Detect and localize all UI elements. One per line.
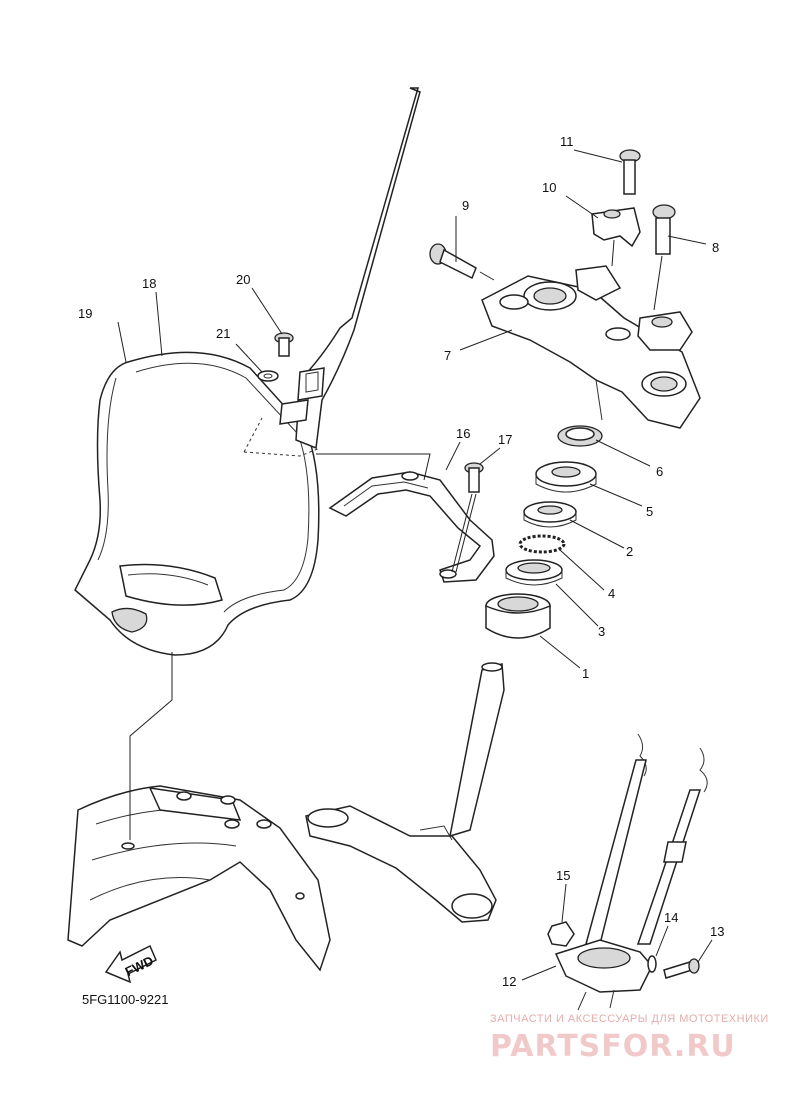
clamp-10 xyxy=(591,207,641,267)
watermark-tagline: ЗАПЧАСТИ И АКСЕССУАРЫ ДЛЯ МОТОТЕХНИКИ xyxy=(490,1013,769,1025)
callout-13: 13 xyxy=(710,924,724,939)
bolt-8 xyxy=(652,204,676,311)
watermark: ЗАПЧАСТИ И АКСЕССУАРЫ ДЛЯ МОТОТЕХНИКИ PA… xyxy=(490,1013,769,1064)
screw-20 xyxy=(274,332,294,357)
bolt-9 xyxy=(429,243,495,281)
washer-14 xyxy=(647,955,657,973)
callout-20: 20 xyxy=(236,272,250,287)
callout-5: 5 xyxy=(646,504,653,519)
callout-2: 2 xyxy=(626,544,633,559)
callout-14: 14 xyxy=(664,910,678,925)
callout-10: 10 xyxy=(542,180,556,195)
front-fender xyxy=(67,670,331,972)
watermark-brand: PARTSFOR.RU xyxy=(490,1029,736,1064)
steering-stem xyxy=(305,662,505,923)
race-2 xyxy=(523,501,577,528)
callout-3: 3 xyxy=(598,624,605,639)
screw-17 xyxy=(451,462,484,573)
callout-15: 15 xyxy=(556,868,570,883)
diagram-code: 5FG1100-9221 xyxy=(82,992,169,1007)
nut-6 xyxy=(557,425,603,447)
callout-12: 12 xyxy=(502,974,516,989)
clamp-12 xyxy=(554,939,653,1011)
callout-6: 6 xyxy=(656,464,663,479)
callout-19: 19 xyxy=(78,306,92,321)
callout-9: 9 xyxy=(462,198,469,213)
fork-tube xyxy=(585,733,708,945)
callout-21: 21 xyxy=(216,326,230,341)
washer-21 xyxy=(257,370,279,382)
number-plate xyxy=(74,351,320,670)
bearing-balls-4 xyxy=(518,534,566,554)
bolt-13 xyxy=(663,958,700,979)
bearing-1 xyxy=(485,593,551,639)
callout-16: 16 xyxy=(456,426,470,441)
bracket-16 xyxy=(316,453,495,583)
plate-strut xyxy=(243,87,421,457)
bolt-11 xyxy=(619,149,641,195)
callout-8: 8 xyxy=(712,240,719,255)
washer-5 xyxy=(535,461,597,493)
leader-lines xyxy=(117,149,713,981)
callout-17: 17 xyxy=(498,432,512,447)
callout-4: 4 xyxy=(608,586,615,601)
callout-labels: 1 2 3 4 5 6 7 8 9 10 11 12 13 14 15 16 1… xyxy=(78,134,724,989)
race-3 xyxy=(505,559,563,586)
nut-15 xyxy=(547,921,575,947)
callout-18: 18 xyxy=(142,276,156,291)
callout-7: 7 xyxy=(444,348,451,363)
upper-bracket-7 xyxy=(481,265,701,429)
callout-11: 11 xyxy=(560,134,574,149)
fwd-arrow: FWD xyxy=(104,944,157,984)
callout-1: 1 xyxy=(582,666,589,681)
